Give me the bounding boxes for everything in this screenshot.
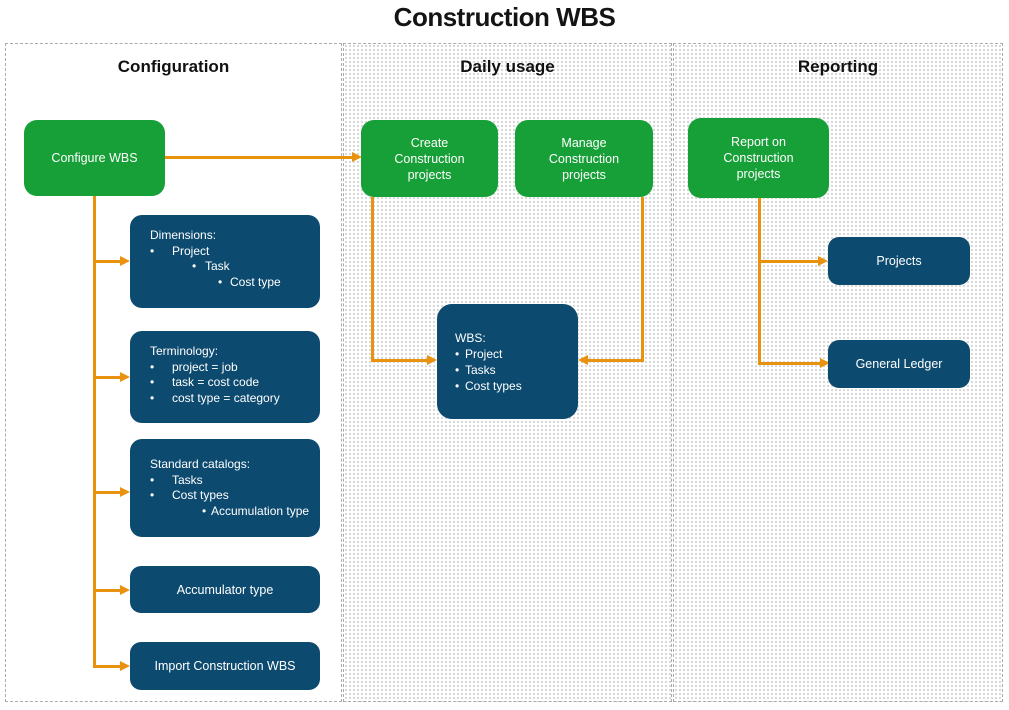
catalogs-item: Cost types <box>150 488 314 504</box>
node-report-on-construction-projects: Report on Construction projects <box>688 118 829 198</box>
catalogs-item: Tasks <box>150 473 314 489</box>
connector-to-general-ledger <box>758 362 821 365</box>
node-dimensions: Dimensions: Project Task Cost type <box>130 215 320 308</box>
connector-report-trunk <box>758 198 761 365</box>
node-projects-label: Projects <box>876 254 922 268</box>
arrowhead-create-to-wbs <box>427 355 437 365</box>
terminology-title: Terminology: <box>150 344 219 358</box>
connector-to-catalogs <box>94 491 121 494</box>
catalogs-item: Accumulation type <box>150 504 314 520</box>
connector-to-accumulator <box>94 589 121 592</box>
terminology-item: cost type = category <box>150 391 314 407</box>
dimensions-item: Project <box>150 244 314 260</box>
arrowhead-to-projects <box>818 256 828 266</box>
node-manage-construction-projects: Manage Construction projects <box>515 120 653 197</box>
connector-create-to-wbs <box>371 359 428 362</box>
arrowhead-manage-to-wbs <box>578 355 588 365</box>
connector-configure-to-create <box>165 156 353 159</box>
node-configure-wbs-label: Configure WBS <box>51 151 138 165</box>
wbs-title: WBS: <box>455 330 486 345</box>
terminology-item: task = cost code <box>150 375 314 391</box>
node-accumulator-type: Accumulator type <box>130 566 320 613</box>
node-create-construction-projects-label: Create Construction projects <box>394 135 465 182</box>
terminology-item: project = job <box>150 360 314 376</box>
connector-to-import <box>93 665 121 668</box>
node-accumulator-type-label: Accumulator type <box>176 582 274 597</box>
connector-to-dimensions <box>94 260 121 263</box>
connector-configure-trunk <box>93 196 96 668</box>
node-manage-construction-projects-label: Manage Construction projects <box>548 135 620 182</box>
dimensions-item: Cost type <box>150 275 314 291</box>
node-general-ledger: General Ledger <box>828 340 970 388</box>
arrowhead-to-create <box>352 152 362 162</box>
wbs-item: Project <box>455 346 502 362</box>
arrowhead-to-dimensions <box>120 256 130 266</box>
arrowhead-to-general-ledger <box>820 358 830 368</box>
arrowhead-to-accumulator <box>120 585 130 595</box>
node-import-construction-wbs: Import Construction WBS <box>130 642 320 690</box>
arrowhead-to-import <box>120 661 130 671</box>
dimensions-title: Dimensions: <box>150 228 217 242</box>
connector-create-down <box>371 197 374 362</box>
catalogs-title: Standard catalogs: <box>150 457 251 471</box>
wbs-item: Cost types <box>455 378 522 394</box>
lane-header-configuration: Configuration <box>117 57 230 76</box>
node-projects: Projects <box>828 237 970 285</box>
arrowhead-to-terminology <box>120 372 130 382</box>
connector-manage-to-wbs <box>588 359 644 362</box>
node-configure-wbs: Configure WBS <box>24 120 165 196</box>
dimensions-item: Task <box>150 259 314 275</box>
node-wbs: WBS: Project Tasks Cost types <box>437 304 578 419</box>
lane-header-reporting: Reporting <box>797 57 879 76</box>
arrowhead-to-catalogs <box>120 487 130 497</box>
node-general-ledger-label: General Ledger <box>855 357 943 371</box>
node-terminology: Terminology: project = job task = cost c… <box>130 331 320 423</box>
connector-manage-down <box>641 197 644 362</box>
node-import-construction-wbs-label: Import Construction WBS <box>154 659 296 673</box>
node-standard-catalogs: Standard catalogs: Tasks Cost types Accu… <box>130 439 320 537</box>
node-create-construction-projects: Create Construction projects <box>361 120 498 197</box>
lane-header-daily-usage: Daily usage <box>460 57 555 76</box>
node-report-on-construction-projects-label: Report on Construction projects <box>723 135 794 181</box>
connector-to-terminology <box>94 376 121 379</box>
wbs-item: Tasks <box>455 362 496 378</box>
connector-to-projects <box>759 260 819 263</box>
page-title: Construction WBS <box>393 2 616 32</box>
